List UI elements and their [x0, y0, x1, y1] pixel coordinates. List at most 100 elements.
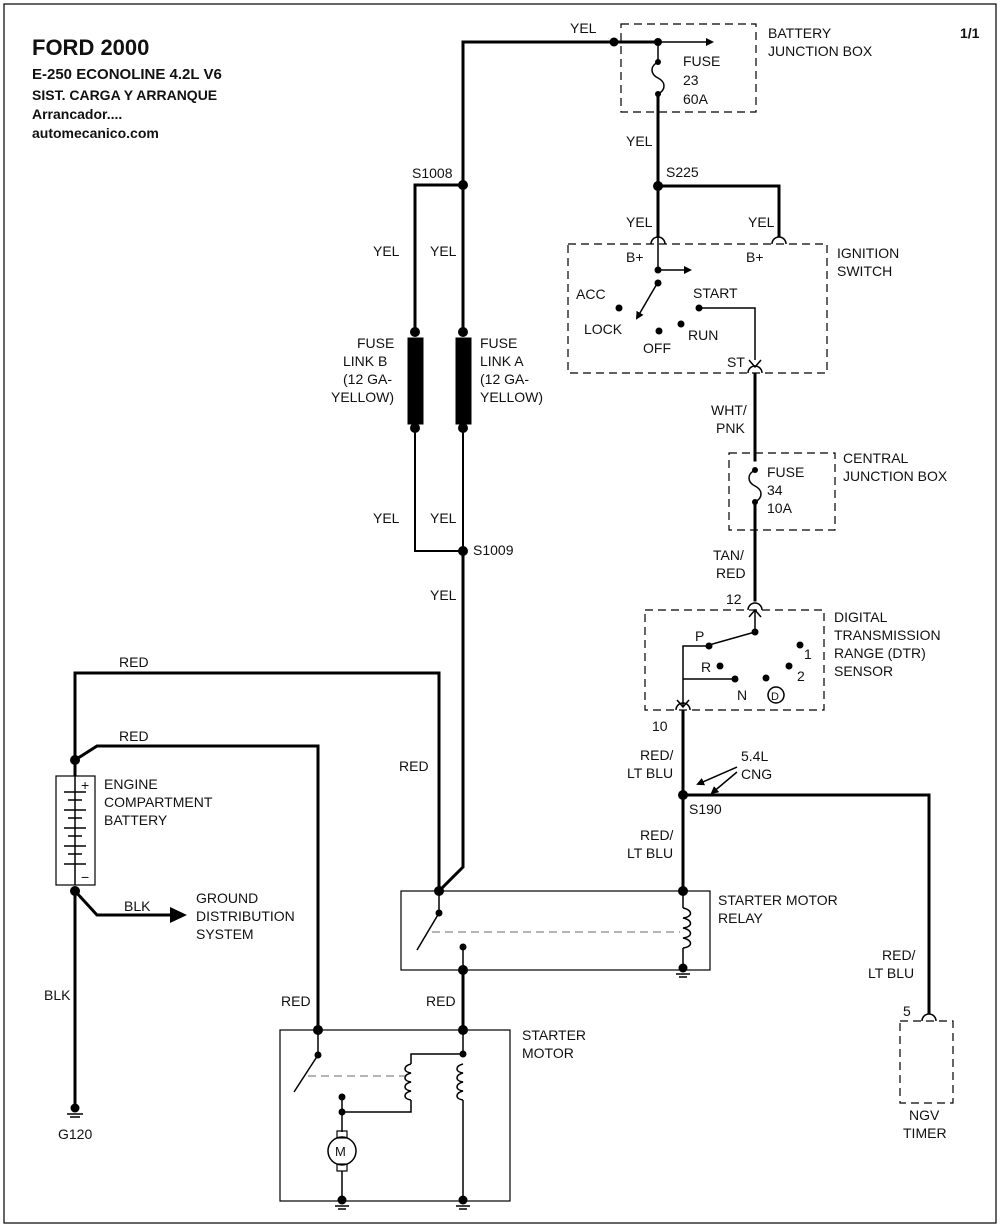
dtr-n-contact	[731, 675, 739, 683]
dtr-sensor: 12 10 P R N D 1 2 DIGITAL TRANSMISSION R…	[644, 591, 941, 734]
label-start: START	[693, 285, 738, 301]
wire-label-blk: BLK	[124, 898, 151, 914]
starter-junction	[459, 1050, 467, 1058]
red-ltblu-wiring: RED/ LT BLU S190 RED/ LT BLU 5.4L CNG RE…	[627, 710, 931, 1014]
starter-relay-title: STARTER MOTOR	[718, 892, 838, 908]
central-junction-box: FUSE 34 10A CENTRAL JUNCTION BOX	[728, 450, 948, 602]
wire-label-red-ltblu: RED/	[640, 747, 674, 763]
starter-ground-dot	[337, 1195, 347, 1205]
fuse-link-a-body	[455, 337, 472, 425]
connector-b-plus-right	[771, 236, 787, 245]
ground-distribution-arrow	[170, 907, 187, 923]
ground-label-g120: G120	[58, 1126, 92, 1142]
wire-blk-ground-dist	[72, 888, 172, 917]
ground-distribution-label: DISTRIBUTION	[196, 908, 295, 924]
dtr-sensor-title: RANGE (DTR)	[834, 645, 926, 661]
dtr-d-contact	[762, 674, 770, 682]
wire-label-red: RED	[119, 728, 149, 744]
dtr-selector-arm	[708, 631, 756, 646]
fuse-link-b-label: FUSE	[357, 335, 394, 351]
fuse-34-symbol	[748, 469, 762, 503]
battery-minus-label: −	[81, 869, 89, 885]
connector-pin-5	[921, 1013, 937, 1022]
central-junction-box-outline	[728, 452, 836, 531]
starter-motor-relay: STARTER MOTOR RELAY	[400, 886, 838, 978]
label-off: OFF	[643, 340, 671, 356]
note-arrow	[710, 771, 738, 795]
starter-relay-title: RELAY	[718, 910, 764, 926]
acc-contact	[615, 304, 623, 312]
starter-relay-outline	[400, 890, 711, 971]
wire-label-yel: YEL	[626, 214, 653, 230]
ground-distribution-label: SYSTEM	[196, 926, 254, 942]
ngv-timer-title: NGV	[909, 1107, 940, 1123]
subsystem-name: Arrancador....	[32, 106, 122, 122]
dtr-2-contact	[785, 662, 793, 670]
relay-coil	[682, 907, 692, 949]
connector-pin-10	[675, 702, 691, 711]
wire-label-red: RED	[426, 993, 456, 1009]
relay-ground-dot	[678, 963, 688, 973]
wire-yel-to-relay	[436, 549, 465, 894]
central-junction-box-title: JUNCTION BOX	[843, 468, 948, 484]
battery-junction-box-outline	[620, 23, 757, 113]
starter-ground-dot	[458, 1195, 468, 1205]
fuse-label: FUSE	[683, 53, 720, 69]
starter-motor: M STARTER MOTOR	[279, 1025, 586, 1210]
battery-junction-box: FUSE 23 60A BATTERY JUNCTION BOX	[620, 23, 873, 188]
dtr-label-d: D	[771, 691, 779, 703]
pin-label-12: 12	[726, 591, 742, 607]
pin-label-10: 10	[652, 718, 668, 734]
fuse-link-a-label: FUSE	[480, 335, 517, 351]
fuse-link-b-body	[407, 337, 424, 425]
battery-junction-box-title: BATTERY	[768, 25, 832, 41]
dtr-label-p: P	[695, 628, 704, 644]
fuse-rating: 60A	[683, 91, 709, 107]
pin-label-5: 5	[903, 1003, 911, 1019]
note-cng: CNG	[741, 766, 772, 782]
dtr-1-contact	[796, 641, 804, 649]
splice-label-s190: S190	[689, 801, 722, 817]
dtr-sensor-title: DIGITAL	[834, 609, 888, 625]
dtr-sensor-title: SENSOR	[834, 663, 893, 679]
fuse-link-end	[458, 327, 468, 337]
site-name: automecanico.com	[32, 125, 159, 141]
ground-distribution-label: GROUND	[196, 890, 258, 906]
battery-title: BATTERY	[104, 812, 168, 828]
fuse-rating: 10A	[767, 500, 793, 516]
wire-yel-link-b-out	[414, 428, 463, 552]
wire-label-wht-pnk: WHT/	[711, 402, 747, 418]
wire-label-red-ltblu: LT BLU	[627, 765, 673, 781]
ignition-switch-title: IGNITION	[837, 245, 899, 261]
off-contact	[655, 327, 663, 335]
wire-label-red: RED	[281, 993, 311, 1009]
wire-label-yel: YEL	[626, 133, 653, 149]
wire-label-yel: YEL	[373, 510, 400, 526]
label-b-plus-right: B+	[746, 249, 764, 265]
relay-switch-arm	[416, 912, 440, 951]
fuse-link-b-label: YELLOW)	[331, 389, 394, 405]
label-st: ST	[727, 354, 745, 370]
motor-label: M	[335, 1144, 346, 1159]
note-arrow	[696, 766, 738, 786]
fuse-link-b-label: (12 GA-	[343, 371, 392, 387]
label-b-plus-left: B+	[626, 249, 644, 265]
connector-st	[747, 365, 763, 374]
run-contact	[677, 320, 685, 328]
page-frame	[3, 3, 997, 1224]
dtr-park-wire	[682, 645, 709, 706]
starter-motor-title: MOTOR	[522, 1045, 574, 1061]
header: FORD 2000 E-250 ECONOLINE 4.2L V6 SIST. …	[32, 25, 980, 141]
solenoid-coil-feed	[410, 1053, 463, 1064]
solenoid-hold-coil	[456, 1063, 464, 1101]
wire-label-tan-red: TAN/	[713, 547, 744, 563]
page-title: FORD 2000	[32, 35, 149, 60]
wire-red-battery-relay	[73, 671, 441, 893]
splice-s225-branch: S225 YEL YEL	[626, 164, 781, 238]
wire-label-red-ltblu: LT BLU	[627, 845, 673, 861]
ngv-timer-outline	[899, 1020, 954, 1104]
wire-label-yel: YEL	[373, 243, 400, 259]
dtr-d-circle	[767, 686, 785, 704]
wire-label-red: RED	[399, 758, 429, 774]
